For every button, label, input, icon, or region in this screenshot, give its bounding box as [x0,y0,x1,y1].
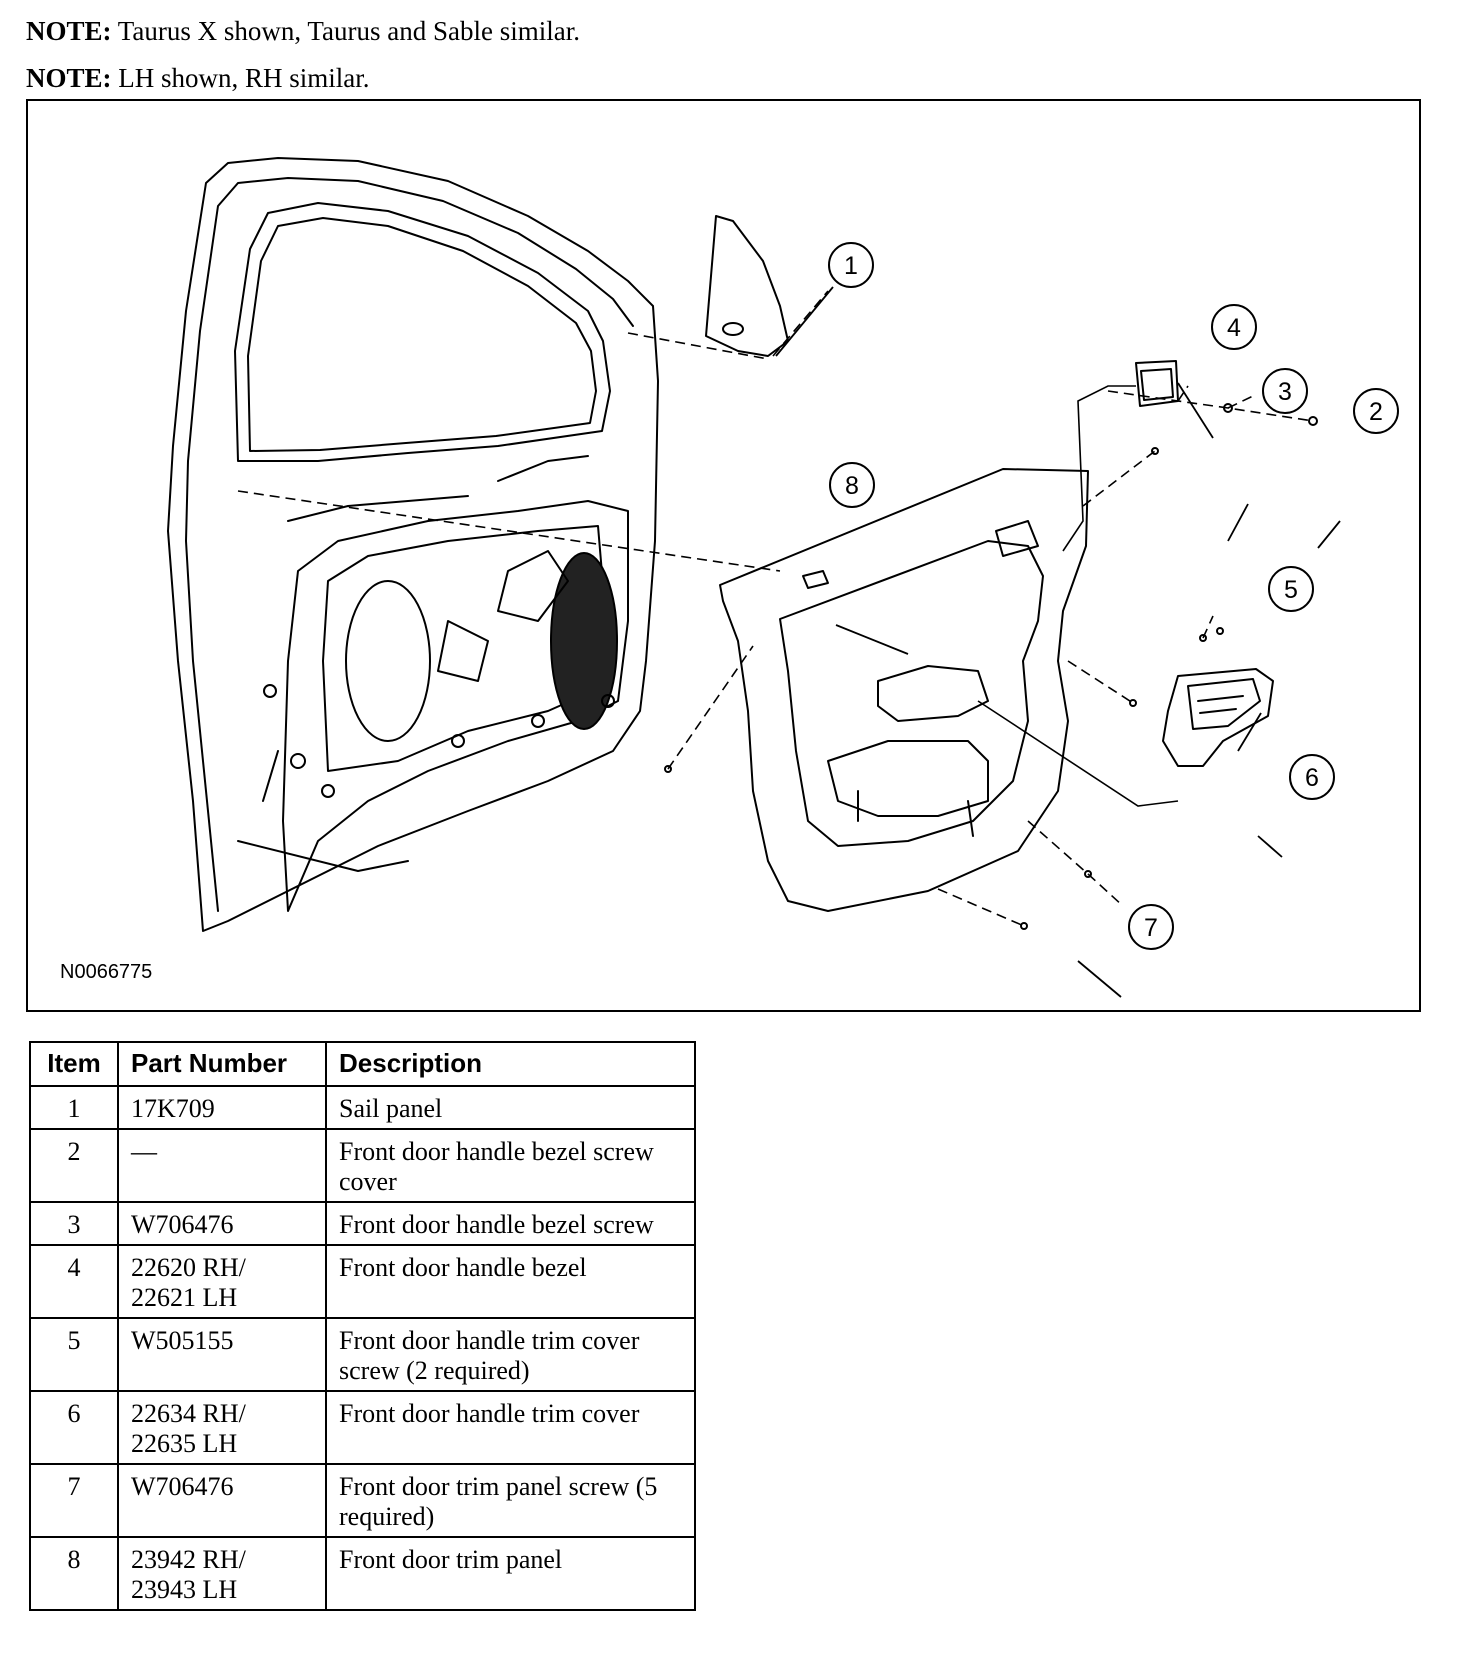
exploded-view-figure: 1 2 3 4 5 6 7 8 N0066775 [26,99,1421,1012]
table-row: 5 W505155 Front door handle trim cover s… [29,1317,696,1392]
callout-3: 3 [1262,368,1308,414]
callout-2: 2 [1353,388,1399,434]
table-row: 2 — Front door handle bezel screw cover [29,1128,696,1203]
callout-2-label: 2 [1369,398,1383,426]
callout-5: 5 [1268,566,1314,612]
cell-part-number: W706476 [117,1201,327,1246]
cell-item: 3 [29,1201,119,1246]
callout-1-label: 1 [844,252,858,280]
cell-part-number: 22634 RH/ 22635 LH [117,1390,327,1465]
door-shell-illustration [167,157,659,932]
note-1-text: Taurus X shown, Taurus and Sable similar… [117,16,580,46]
callouts: 1 2 3 4 5 6 7 8 [828,242,1399,950]
note-1: NOTE: Taurus X shown, Taurus and Sable s… [26,16,580,46]
table-row: 1 17K709 Sail panel [29,1085,696,1130]
figure-id: N0066775 [60,961,153,983]
cell-item: 1 [29,1085,119,1130]
cell-item: 2 [29,1128,119,1203]
header-part-number: Part Number [117,1041,327,1087]
table-row: 7 W706476 Front door trim panel screw (5… [29,1463,696,1538]
callout-5-label: 5 [1284,576,1298,604]
parts-table: Item Part Number Description 1 17K709 Sa… [29,1041,696,1611]
cell-part-number: W706476 [117,1463,327,1538]
callout-7: 7 [1128,904,1174,950]
note-1-label: NOTE: [26,16,112,46]
table-row: 8 23942 RH/ 23943 LH Front door trim pan… [29,1536,696,1611]
cell-part-number: W505155 [117,1317,327,1392]
cell-description: Front door handle bezel screw [325,1201,696,1246]
cell-description: Front door handle bezel [325,1244,696,1319]
trim-panel-illustration [719,468,1089,912]
callout-1: 1 [828,242,874,288]
table-row: 3 W706476 Front door handle bezel screw [29,1201,696,1246]
bezel-connector-line [1062,385,1136,552]
cell-part-number: — [117,1128,327,1203]
cell-item: 5 [29,1317,119,1392]
cell-part-number: 22620 RH/ 22621 LH [117,1244,327,1319]
switch-connector-line [977,700,1179,807]
cell-item: 7 [29,1463,119,1538]
screw-illustrations [664,403,1318,930]
note-2: NOTE: LH shown, RH similar. [26,63,370,93]
cell-description: Front door trim panel screw (5 required) [325,1463,696,1538]
header-item: Item [29,1041,119,1087]
cell-description: Front door handle trim cover screw (2 re… [325,1317,696,1392]
callout-7-label: 7 [1144,914,1158,942]
table-row: 6 22634 RH/ 22635 LH Front door handle t… [29,1390,696,1465]
sail-panel-illustration [705,215,789,357]
bezel-illustration [1135,360,1179,407]
callout-4: 4 [1211,304,1257,350]
note-2-text: LH shown, RH similar. [118,63,370,93]
cell-part-number: 23942 RH/ 23943 LH [117,1536,327,1611]
callout-8: 8 [829,462,875,508]
note-2-label: NOTE: [26,63,112,93]
header-description: Description [325,1041,696,1087]
leader-lines [237,290,1314,927]
callout-4-label: 4 [1227,314,1241,342]
cell-part-number: 17K709 [117,1085,327,1130]
cell-description: Front door handle trim cover [325,1390,696,1465]
trim-cover-illustration [1162,668,1274,767]
callout-leaders [775,286,1341,998]
callout-6: 6 [1289,754,1335,800]
cell-item: 6 [29,1390,119,1465]
callout-3-label: 3 [1278,378,1292,406]
table-header-row: Item Part Number Description [29,1041,696,1087]
table-row: 4 22620 RH/ 22621 LH Front door handle b… [29,1244,696,1319]
cell-item: 4 [29,1244,119,1319]
cell-description: Front door trim panel [325,1536,696,1611]
callout-6-label: 6 [1305,764,1319,792]
cell-item: 8 [29,1536,119,1611]
cell-description: Sail panel [325,1085,696,1130]
door-trim-exploded-diagram: 1 2 3 4 5 6 7 8 [167,157,1399,998]
cell-description: Front door handle bezel screw cover [325,1128,696,1203]
callout-8-label: 8 [845,472,859,500]
